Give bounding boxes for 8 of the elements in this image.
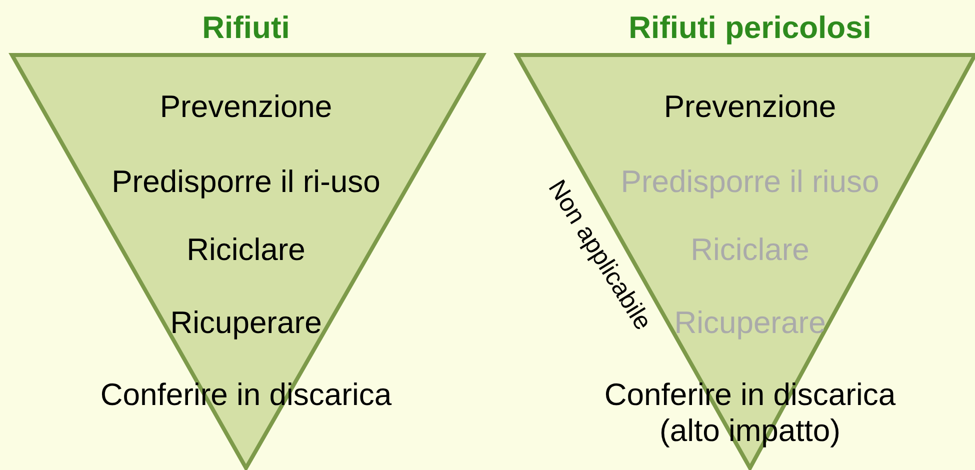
level-label: Ricuperare (170, 305, 322, 341)
heading-title: Rifiuti (202, 10, 290, 46)
heading-title: Rifiuti pericolosi (628, 10, 872, 46)
level-label: Ricuperare (674, 305, 826, 341)
level-label: Riciclare (186, 232, 306, 268)
level-label: Prevenzione (160, 89, 332, 125)
level-label: Predisporre il ri-uso (112, 164, 380, 200)
level-label: Prevenzione (664, 89, 836, 125)
